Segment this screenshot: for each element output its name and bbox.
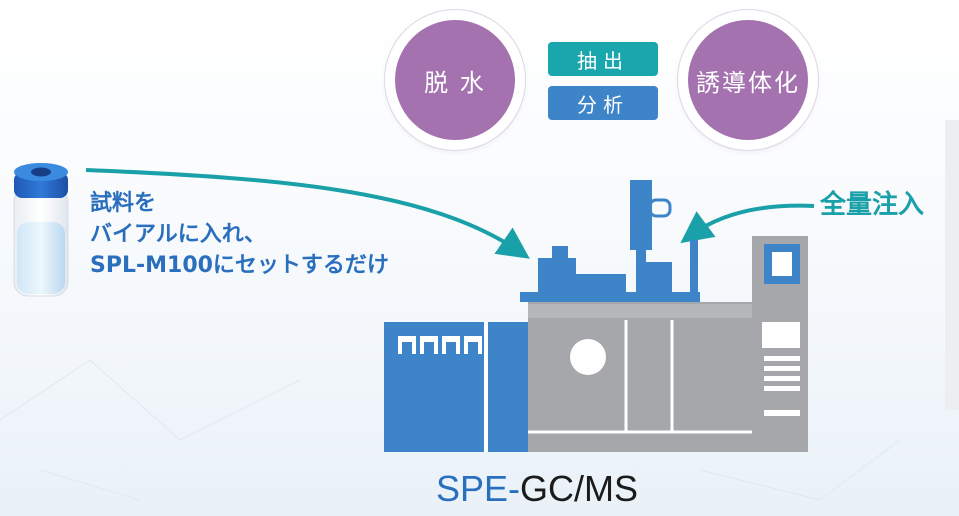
background-network [0,359,901,501]
injection-arrow [680,203,815,244]
derivatization-label: 誘導体化 [688,20,808,140]
instruction-line-1: 試料を [90,191,157,216]
derivatization-circle: 誘導体化 [678,10,818,150]
system-title: SPE-GC/MS [436,468,638,510]
dehydration-label: 脱 水 [395,20,515,140]
vial-icon [13,163,69,297]
dehydration-circle: 脱 水 [385,10,525,150]
analysis-tag: 分析 [548,86,658,120]
system-title-suffix: GC/MS [520,468,639,509]
extraction-tag: 抽出 [548,42,658,76]
system-title-prefix: SPE- [436,468,521,509]
sample-instruction: 試料を バイアルに入れ、 SPL-M100にセットするだけ [90,188,389,281]
sample-arrow [85,168,530,259]
instrument [384,180,808,452]
instruction-line-3: SPL-M100にセットするだけ [90,253,389,278]
full-injection-label: 全量注入 [820,190,925,220]
right-panel-shadow [945,120,959,410]
instruction-line-2: バイアルに入れ、 [90,222,267,247]
